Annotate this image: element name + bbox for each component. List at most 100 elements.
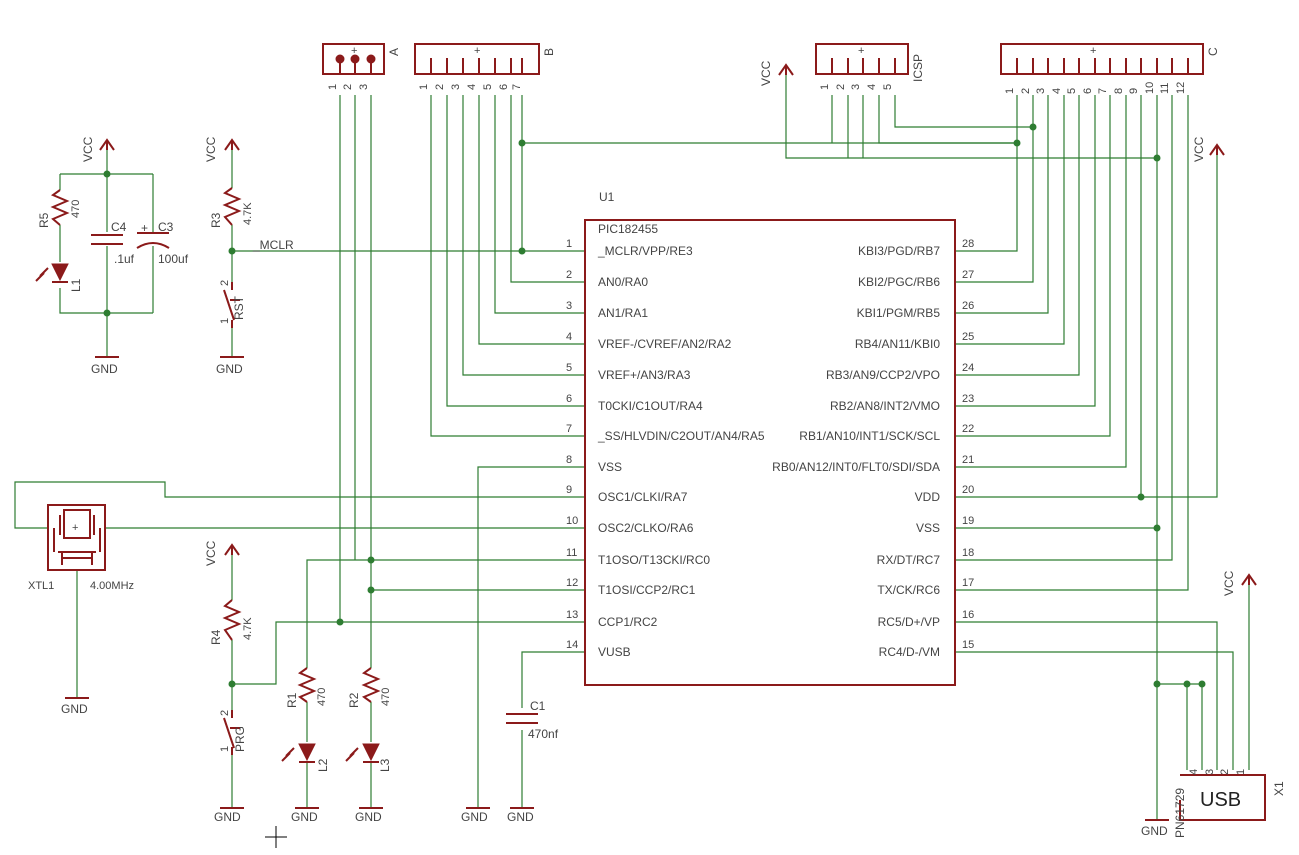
xtl1-value: 4.00MHz [90, 580, 134, 592]
x1-ref: X1 [1272, 781, 1286, 796]
gnd-label-1: GND [91, 362, 118, 376]
c3-ref: C3 [158, 220, 174, 234]
junction-dots [103, 123, 1206, 688]
capacitor-c4: C4 .1uf [91, 220, 135, 266]
chip-pin-number-20: 20 [962, 484, 974, 496]
vcc-label-3: VCC [759, 60, 773, 86]
chip-pin-number-15: 15 [962, 639, 974, 651]
chip-pin-number-23: 23 [962, 393, 974, 405]
resistor-r2: R2 470 [347, 667, 392, 708]
chip-pin-name-19: VSS [916, 521, 940, 535]
header-icsp-plus: + [858, 45, 864, 57]
header-b-pin-3: 3 [450, 84, 462, 90]
capacitor-c3: + C3 100uf [136, 220, 189, 266]
gnd-label-3: GND [61, 702, 88, 716]
usb-label: USB [1200, 789, 1241, 811]
chip-pin-name-8: VSS [598, 460, 622, 474]
header-c-pin-10: 10 [1144, 82, 1156, 94]
rst-pin-1: 1 [219, 318, 231, 324]
chip-pin-number-3: 3 [566, 300, 572, 312]
chip-pin-number-19: 19 [962, 515, 974, 527]
resistor-r5: R5 470 [37, 189, 82, 228]
usb-pin-2: 2 [1219, 769, 1231, 775]
c4-ref: C4 [111, 220, 127, 234]
header-c-pin-3: 3 [1035, 88, 1047, 94]
gnd-label-7: GND [461, 810, 488, 824]
chip-pin-number-22: 22 [962, 423, 974, 435]
chip-pin-name-25: RB4/AN11/KBI0 [855, 337, 940, 351]
header-c-pin-8: 8 [1113, 88, 1125, 94]
chip-pin-name-6: T0CKI/C1OUT/RA4 [598, 399, 703, 413]
header-b-pin-7: 7 [511, 84, 523, 90]
chip-pin-number-13: 13 [566, 609, 578, 621]
header-a-pin-3: 3 [358, 84, 370, 90]
crosshair-cursor [265, 826, 287, 848]
header-icsp-pin-1: 1 [819, 84, 831, 90]
rst-ref: RST [232, 295, 246, 320]
gnd-label-4: GND [214, 810, 241, 824]
chip-pin-number-16: 16 [962, 609, 974, 621]
header-b-pin-6: 6 [498, 84, 510, 90]
chip-pin-name-10: OSC2/CLKO/RA6 [598, 521, 694, 535]
r3-ref: R3 [209, 212, 223, 228]
chip-pin-name-3: AN1/RA1 [598, 306, 648, 320]
vcc-label-2: VCC [204, 136, 218, 162]
prg-ref: PRG [233, 726, 247, 752]
capacitor-c1: C1 470nf [506, 699, 559, 741]
chip-value: PIC182455 [598, 222, 658, 236]
vcc-label-6: VCC [1222, 570, 1236, 596]
chip-pin-name-28: KBI3/PGD/RB7 [858, 244, 940, 258]
chip-pin-number-17: 17 [962, 577, 974, 589]
chip-pin-name-13: CCP1/RC2 [598, 615, 658, 629]
vcc-symbols: VCC VCC VCC VCC VCC VCC [81, 60, 1257, 596]
chip-pin-name-7: _SS/HLVDIN/C2OUT/AN4/RA5 [597, 429, 765, 443]
l2-ref: L2 [316, 758, 330, 772]
header-a-label: A [387, 48, 401, 56]
gnd-symbols: GND GND GND GND GND GND GND GND GND [61, 356, 1169, 838]
header-c-pin-12: 12 [1175, 82, 1187, 94]
chip-pin-name-2: AN0/RA0 [598, 275, 648, 289]
chip-pin-number-5: 5 [566, 362, 572, 374]
chip-pin-number-2: 2 [566, 269, 572, 281]
c1-value: 470nf [528, 727, 559, 741]
c1-ref: C1 [530, 699, 546, 713]
chip-pin-number-26: 26 [962, 300, 974, 312]
usb-pin-3: 3 [1204, 769, 1216, 775]
led-l1: L1 [35, 263, 83, 292]
chip-pin-number-12: 12 [566, 577, 578, 589]
chip-pin-name-14: VUSB [598, 645, 631, 659]
chip-pin-name-9: OSC1/CLKI/RA7 [598, 490, 688, 504]
r4-value: 4.7K [242, 617, 254, 640]
header-b-pin-4: 4 [466, 84, 478, 90]
prg-pin-1: 1 [219, 746, 231, 752]
header-b-pin-1: 1 [418, 84, 430, 90]
xtl1-ref: XTL1 [28, 580, 54, 592]
resistor-r1: R1 470 [285, 667, 328, 708]
usb-pin-1: 1 [1235, 769, 1247, 775]
chip-pin-number-1: 1 [566, 238, 572, 250]
chip-ref: U1 [599, 190, 615, 204]
chip-pin-name-27: KBI2/PGC/RB6 [858, 275, 940, 289]
header-b-pin-5: 5 [482, 84, 494, 90]
header-icsp-pin-4: 4 [866, 84, 878, 90]
rst-pin-2: 2 [219, 280, 231, 286]
header-a-plus: + [351, 45, 357, 57]
header-b-plus: + [474, 45, 480, 57]
chip-pin-number-6: 6 [566, 393, 572, 405]
chip-pin-number-4: 4 [566, 331, 572, 343]
resistor-r3: R3 4.7K [209, 187, 254, 228]
r1-ref: R1 [285, 692, 299, 708]
r5-value: 470 [70, 200, 82, 218]
chip-pin-name-26: KBI1/PGM/RB5 [857, 306, 941, 320]
chip-pin-name-1: _MCLR/VPP/RE3 [597, 244, 693, 258]
xtl1-plus: + [72, 522, 78, 534]
r2-ref: R2 [347, 692, 361, 708]
led-l3: L3 [345, 743, 392, 772]
wires [14, 75, 1250, 820]
c3-value: 100uf [158, 252, 189, 266]
header-c-pin-7: 7 [1097, 88, 1109, 94]
gnd-label-8: GND [507, 810, 534, 824]
gnd-label-5: GND [291, 810, 318, 824]
